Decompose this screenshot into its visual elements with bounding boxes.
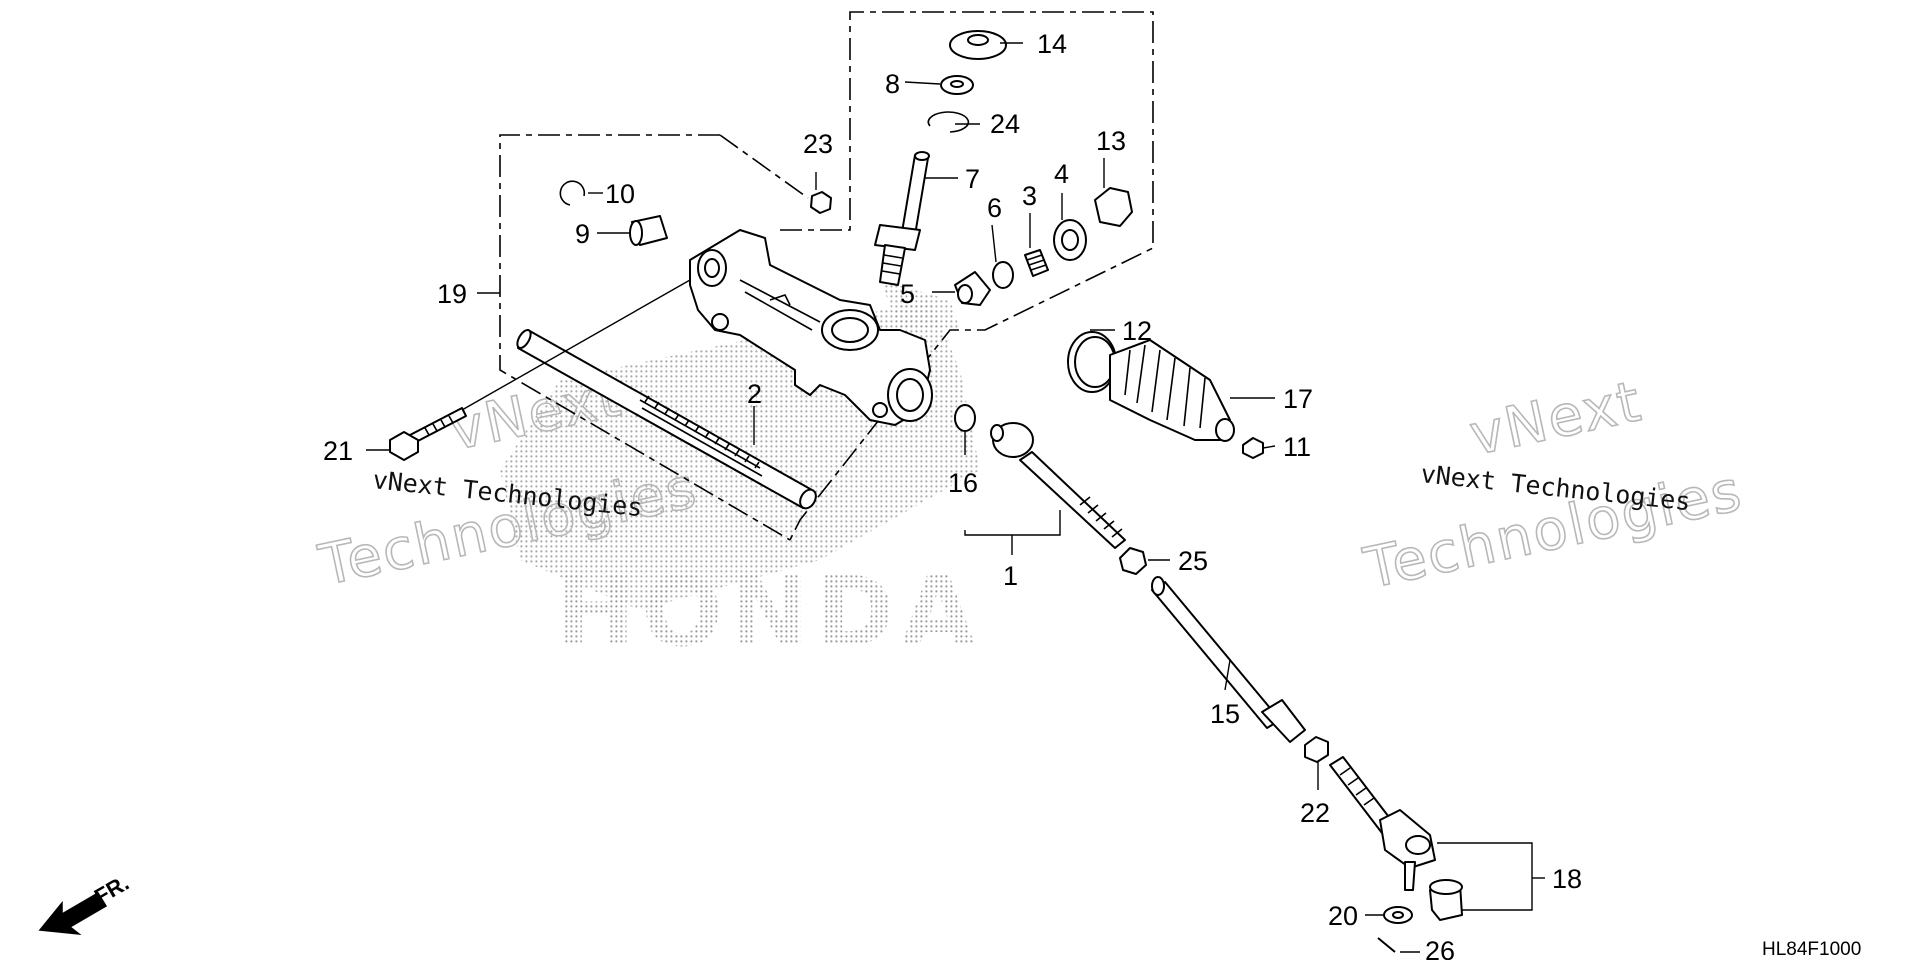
jam-nut-25 [1119,547,1147,575]
callout-6: 6 [987,193,1002,223]
callout-12: 12 [1122,316,1152,346]
callout-1: 1 [1003,561,1018,591]
callout-11: 11 [1283,432,1311,462]
callout-24: 24 [990,109,1020,139]
group-boundary-valve [780,11,1154,541]
lock-nut [1094,187,1133,227]
seal-washer [940,75,974,95]
watermark-honda: HONDA [555,556,981,668]
group-boundary-housing [499,134,791,541]
callout-20: 20 [1328,901,1358,931]
callout-22: 22 [1300,798,1330,828]
top-cap [949,30,1007,60]
callout-15: 15 [1210,699,1240,729]
callout-13: 13 [1096,126,1126,156]
watermark-right: vNext Technologies vNext Technologies [1358,368,1749,602]
callout-7: 7 [965,164,980,194]
nut-23 [810,191,832,214]
rack-guide [954,271,991,306]
callout-19: 19 [437,279,467,309]
gear-housing [689,229,933,426]
callouts: 14 8 24 7 23 10 9 13 4 3 6 5 19 2 21 12 … [323,29,1582,960]
callout-2: 2 [747,379,762,409]
snap-ring-24 [927,111,970,133]
o-ring-6 [992,261,1014,289]
cotter-pin [1377,937,1396,953]
washer-20 [1383,906,1413,924]
group-boundary-link [719,134,809,199]
diagram-code: HL84F1000 [1762,939,1861,960]
outer-tie-rod-end [1329,756,1463,921]
callout-25: 25 [1178,546,1208,576]
clamp-11 [1242,437,1264,459]
callout-5: 5 [900,279,915,309]
spring [1024,249,1049,277]
inner-tie-rod [990,422,1126,549]
watermark-big-top-right: vNext [1464,369,1647,469]
bolt-long [389,279,691,461]
callout-3: 3 [1022,181,1037,211]
adjuster-tube [1151,576,1306,743]
nut-22 [1304,736,1329,763]
bushing [629,215,668,246]
callout-4: 4 [1054,159,1069,189]
callout-23: 23 [803,129,833,159]
boot-clamp [1067,331,1117,393]
front-arrow-icon [38,891,108,936]
callout-17: 17 [1283,384,1313,414]
washer-16 [954,404,976,432]
callout-26: 26 [1425,936,1455,960]
callout-9: 9 [575,219,590,249]
adjusting-screw [1053,219,1087,261]
boot [1109,339,1235,442]
callout-14: 14 [1037,29,1067,59]
leader-lines [366,42,1545,953]
callout-21: 21 [323,436,353,466]
callout-18: 18 [1552,864,1582,894]
pinion-shaft [874,151,930,286]
circlip-10 [559,180,586,206]
rack-bar [516,328,817,510]
callout-8: 8 [885,69,900,99]
callout-10: 10 [605,179,635,209]
front-arrow: FR. [38,870,133,936]
callout-16: 16 [948,468,978,498]
